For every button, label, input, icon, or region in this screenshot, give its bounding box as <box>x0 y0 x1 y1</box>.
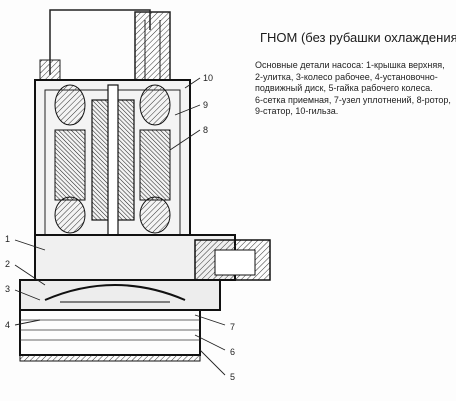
description-line: 6-сетка приемная, 7-узел уплотнений, 8-р… <box>255 94 451 105</box>
outlet-pipe <box>134 11 171 83</box>
bottom-plate <box>19 354 201 362</box>
callout-3: 3 <box>5 284 10 294</box>
description-line: Основные детали насоса: 1-крышка верхняя… <box>255 60 445 70</box>
cable-gland <box>39 59 61 81</box>
rotor <box>91 84 135 276</box>
intake-screen <box>19 309 201 356</box>
description-line: 9-статор, 10-гильза. <box>255 106 339 116</box>
callout-7: 7 <box>230 322 235 332</box>
callout-1: 1 <box>5 234 10 244</box>
callout-4: 4 <box>5 320 10 330</box>
winding-ends <box>54 84 171 234</box>
impeller <box>44 284 186 301</box>
callout-8: 8 <box>203 125 208 135</box>
description-line: подвижный диск, 5-гайка рабочего колеса. <box>255 83 433 93</box>
callout-9: 9 <box>203 100 208 110</box>
callout-6: 6 <box>230 347 235 357</box>
description-line: 2-улитка, 3-колесо рабочее, 4-установочн… <box>255 71 438 82</box>
callout-2: 2 <box>5 259 10 269</box>
callout-10: 10 <box>203 73 213 83</box>
parts-description: Основные детали насоса: 1-крышка верхняя… <box>255 60 451 118</box>
callout-5: 5 <box>230 372 235 382</box>
diagram-title: ГНОМ (без рубашки охлаждения) <box>260 30 456 45</box>
